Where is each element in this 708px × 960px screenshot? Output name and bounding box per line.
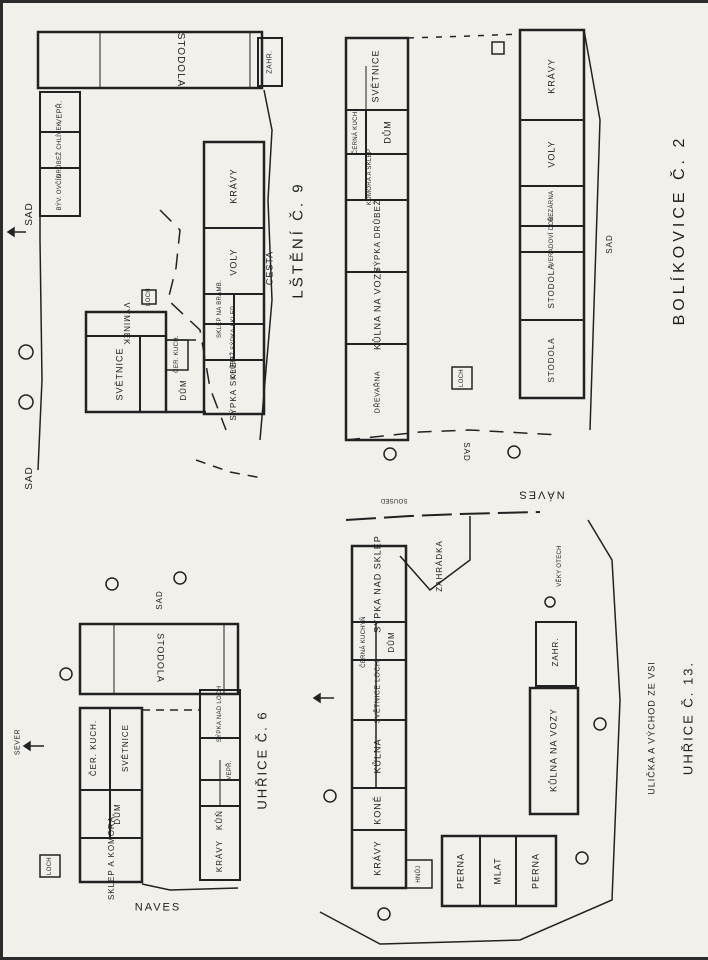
uhrice13-zahradka: ZAHRÁDKA [435,540,444,592]
usteni-sklep-brambory: SKLEP NA BRAMB. [217,279,223,339]
uhrice6-kun: KŮŇ [215,810,224,830]
bolikovice-veradovi-dob: VERADOVÍ DOB. [549,214,555,266]
uhrice6-naves: NAVES [134,901,182,914]
uhrice13-kone: KONĚ [372,795,383,825]
bolikovice-cerna-kuchyne: ČERNÁ KUCH. [353,109,359,155]
usteni-svetnice: SVĚTNICE [114,347,125,401]
uhrice13-ulicka: ULIČKA A VÝCHOD ZE VSI [646,661,657,795]
uhrice13-kulna: KŮLNA [372,738,383,774]
bolikovice-sad: SAD [605,234,614,254]
uhrice6-sklep-komora: SKLEP A KOMORA [107,815,116,901]
uhrice13-zahr: ZAHR. [551,637,560,667]
uhrice6-loch: LOCH [47,857,53,875]
uhrice6-sever: SEVER [14,728,22,756]
uhrice13-dum: DŮM [387,631,396,653]
usteni-title: LŠTĚNÍ Č. 9 [289,181,307,299]
uhrice13-perna-2: PERNA [530,852,541,890]
uhrice13-mlat: MLAT [492,857,503,885]
bolikovice-farm [344,28,601,442]
uhrice13-title: UHŘICE Č. 13. [680,660,696,776]
usteni-kravy: KRÁVY [228,168,239,204]
bolikovice-komora-sklep: KOMORA A SKLEP [367,148,373,206]
bolikovice-stodola-2: STODOLA [547,337,556,383]
bolikovice-drevarna: DŘEVAŘNA [374,370,382,414]
tree-symbols [18,344,607,921]
bolikovice-voly: VOLY [546,140,557,168]
usteni-voly: VOLY [228,248,239,276]
bolikovice-loch: LOCH [459,369,465,387]
usteni-drubez-chlivek: DRŮBEŽ CHLÍVEK [57,121,63,179]
usteni-byv-ovcin: BÝV. OVČÍN [57,173,63,211]
bolikovice-stodola-1: STODOLA [547,263,556,309]
bolikovice-kulna-vozy: KŮLNA NA VOZY [372,265,383,351]
bolikovice-kravy: KRÁVY [546,58,557,94]
uhrice6-sad: SAD [155,590,164,610]
uhrice6-sypka-loch: SÝPKA NAD LOCH [217,685,223,743]
usteni-sad-2: SAD [24,466,35,490]
uhrice6-vepr: VEPŘ. [227,760,233,780]
usteni-cerna-kuch: ČER. KUCH. [174,335,180,373]
uhrice13-farm [319,511,621,945]
uhrice6-cerna-kuch: ČER. KUCH. [89,719,98,777]
bolikovice-sypka-drubez: SÝPKA DRŮBEŽ [373,199,382,273]
uhrice6-stodola: STODOLA [155,633,166,683]
uhrice13-perna-1: PERNA [455,852,466,890]
uhrice6-title: UHŘICE Č. 6 [254,710,270,810]
bolikovice-title: BOLÍKOVICE Č. 2 [671,134,688,326]
usteni-sypka-sklep: SÝPKA SKLEP [229,355,238,421]
usteni-sad: SAD [24,202,35,226]
usteni-cesta: CESTA [264,250,275,286]
uhrice6-kravy: KRÁVY [215,839,224,873]
uhrice13-soused: SOUSED [380,497,408,503]
usteni-zahr: ZAHR. [266,50,274,74]
usteni-stodola: STODOLA [175,32,186,88]
uhrice13-veky-otech: VĚKY OTECH [557,545,563,587]
bolikovice-dum: DŮM [382,120,393,144]
uhrice6-farm [39,622,241,891]
uhrice6-svetnice: SVĚTNICE [121,723,130,773]
uhrice13-kravy: KRÁVY [372,840,383,876]
usteni-vepr: VEPŘ. [56,100,64,124]
bolikovice-svetnice: SVĚTNICE [370,49,381,103]
bolikovice-sad-bottom: SAD [462,442,471,462]
uhrice13-naves: NÁVES [517,488,565,501]
usteni-loch: LOCH [146,288,152,306]
uhrice13-cerna-kuchyn: ČERNÁ KUCHYŇ [361,616,367,668]
building-outlines [36,28,621,945]
uhrice13-svetnice-loch: SVĚTNICE LOCH [374,660,382,724]
frame-left [0,0,3,960]
uhrice13-kulna-vozy: KŮLNA NA VOZY [548,707,559,793]
usteni-farm [36,30,283,479]
uhrice13-hnuj: HNŮJ [416,865,422,883]
uhrice13-sypka-nad-sklep: SÝPKA NAD SKLEP [372,535,383,633]
north-arrows [6,226,334,752]
usteni-vyminek: VÝMINEK [122,302,131,346]
frame-bottom [0,957,708,960]
usteni-dum: DŮM [179,379,188,401]
frame-top [0,0,708,3]
